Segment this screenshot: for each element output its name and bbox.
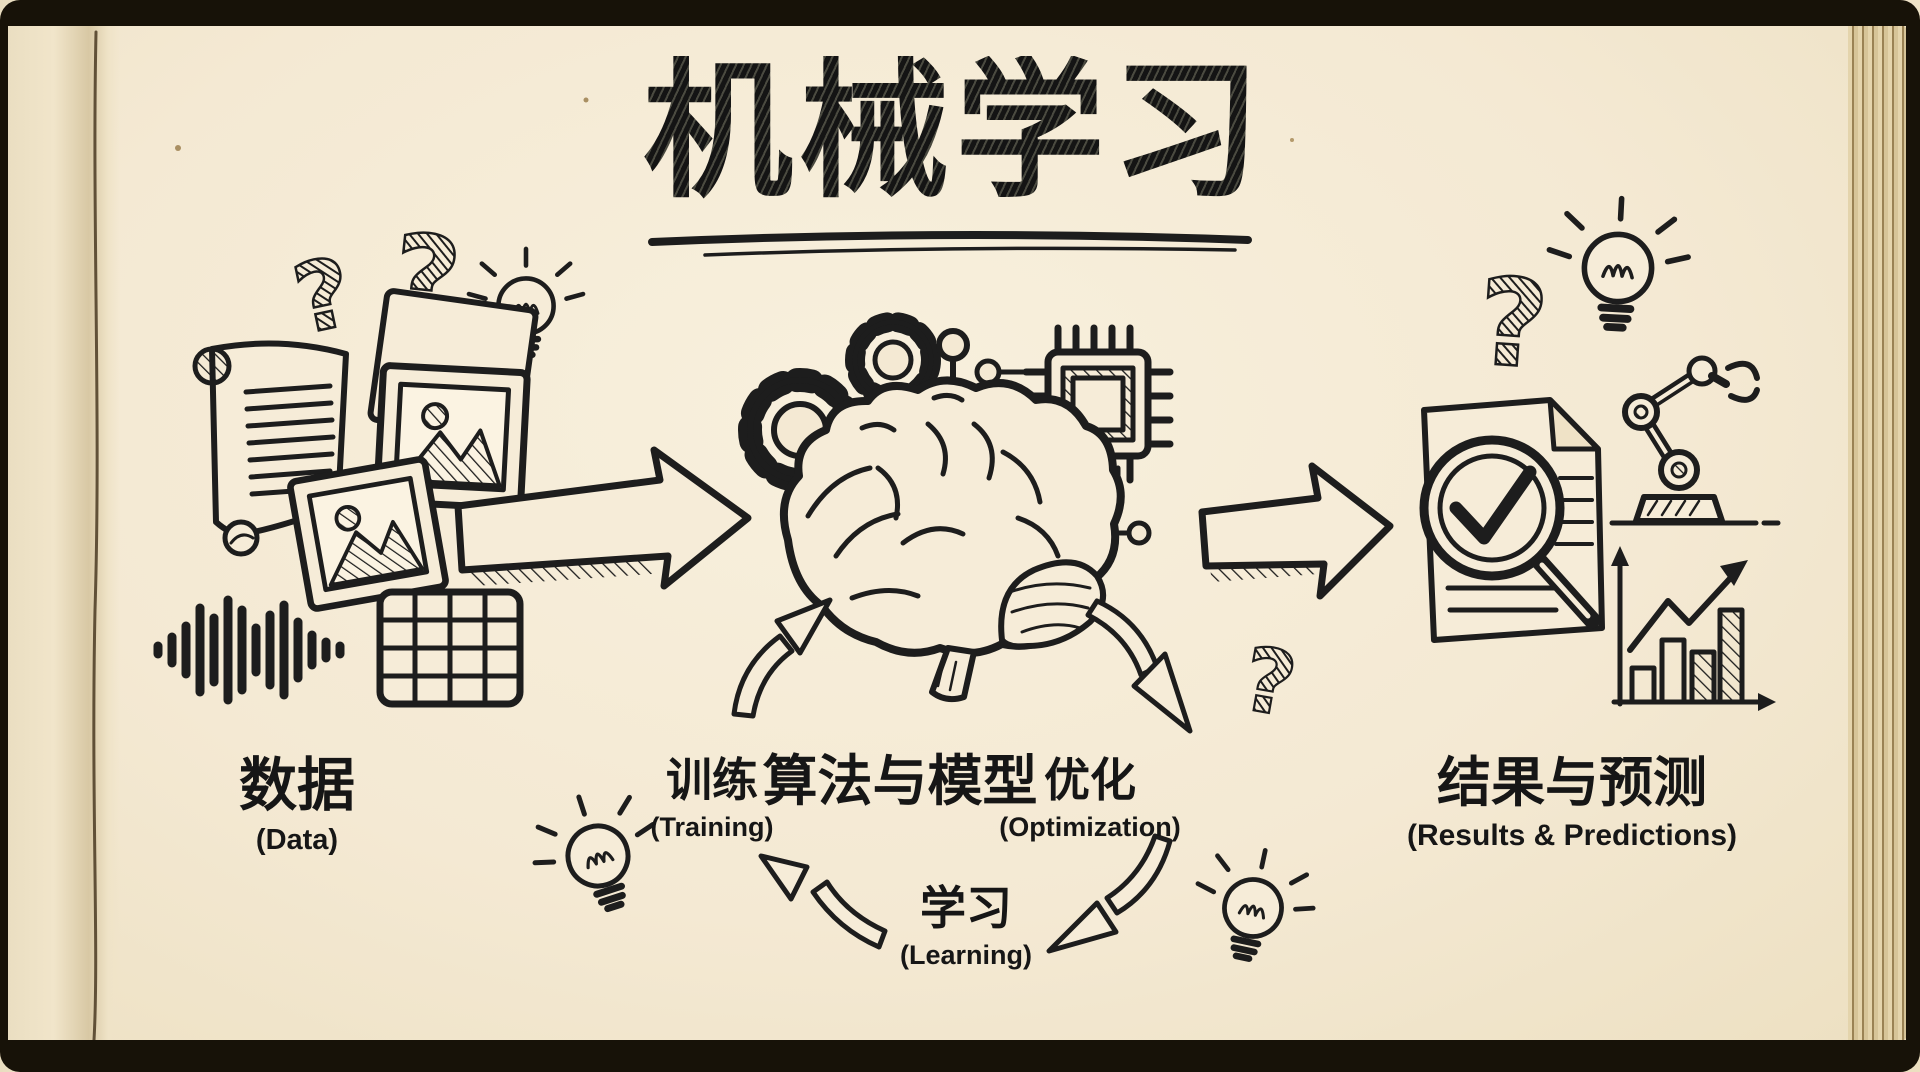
bar-chart-icon (1611, 546, 1776, 711)
label-model: 算法与模型 (762, 736, 1037, 816)
curved-arrow-icon (1046, 833, 1173, 954)
audio-waveform-icon (153, 595, 345, 705)
label-training-zh: 训练 (666, 754, 758, 806)
label-training: 训练 (Training) (651, 744, 774, 843)
label-results-en: (Results & Predictions) (1406, 819, 1738, 852)
label-optimization-en: (Optimization) (999, 812, 1181, 842)
arrow-right-icon (454, 446, 752, 590)
label-results-zh: 结果与预测 (1437, 753, 1707, 813)
magnifier-check-icon (1419, 435, 1601, 629)
arrow-right-icon (1198, 462, 1394, 600)
curved-arrow-icon (1085, 598, 1193, 734)
svg-text:?: ? (285, 237, 362, 356)
page-edge-stack (1848, 24, 1908, 1042)
label-learning-en: (Learning) (900, 940, 1032, 970)
question-mark-icon: ? (1234, 626, 1304, 738)
label-learning: 学习 (Learning) (900, 872, 1032, 971)
photo-icon (289, 288, 539, 609)
curved-arrow-icon (731, 597, 833, 719)
spine-crease (92, 30, 1294, 1042)
title-underline (648, 230, 1252, 257)
label-data-zh: 数据 (238, 753, 356, 818)
label-data-en: (Data) (255, 824, 339, 856)
brain-icon (779, 376, 1125, 703)
label-training-en: (Training) (650, 812, 774, 842)
robot-arm-icon (1609, 355, 1781, 526)
curved-arrow-icon (758, 853, 888, 950)
label-results: 结果与预测 (Results & Predictions) (1407, 738, 1737, 853)
svg-text:?: ? (1473, 253, 1552, 397)
label-learning-zh: 学习 (920, 882, 1012, 934)
label-model-zh: 算法与模型 (762, 750, 1038, 812)
label-data: 数据 (Data) (239, 738, 355, 857)
lightbulb-icon (1185, 838, 1323, 969)
question-mark-icon: ? (284, 236, 363, 358)
data-table-icon (376, 588, 524, 708)
svg-text:?: ? (1235, 627, 1303, 737)
document-check-icon (1419, 397, 1605, 643)
book-spine (0, 0, 120, 1072)
label-optimization-zh: 优化 (1043, 754, 1136, 806)
page-title: 机械学习 (610, 56, 1300, 206)
label-optimization: 优化 (Optimization) (999, 744, 1180, 843)
question-mark-icon: ? (1472, 252, 1554, 398)
lightbulb-icon (1546, 195, 1691, 331)
